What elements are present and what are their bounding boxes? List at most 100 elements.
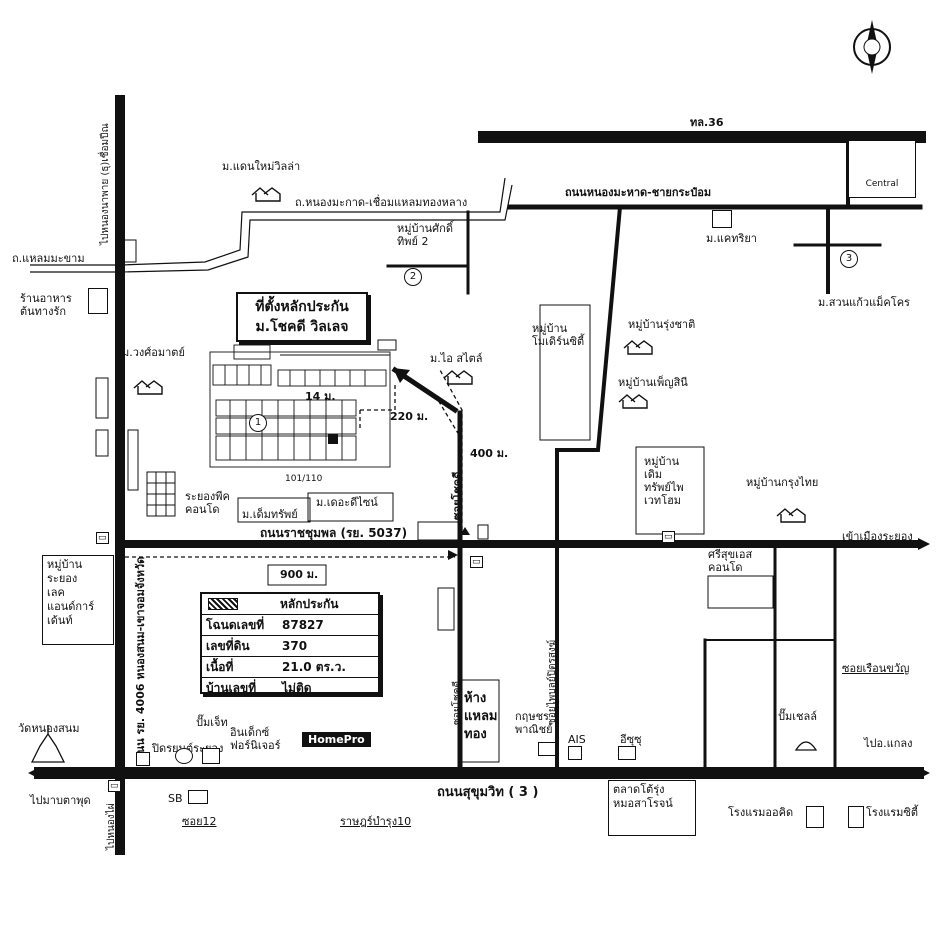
place-isuzu: อีซุซุ: [620, 733, 642, 746]
info-area-label: เนื้อที่: [206, 659, 234, 674]
building-square: [618, 746, 636, 760]
direction-soi12: ซอย12: [182, 815, 217, 828]
road-label-nongmahad: ถนนหนองมะหาด-ชายกระป๋อม: [565, 186, 712, 199]
place-dan-mai-villa: ม.แดนใหม่วิลล่า: [222, 160, 301, 173]
road-label-soi-chokdee: ซอยโชคดี: [451, 471, 464, 520]
road-label-soi-chokdee-2: ซอยโชคดี: [452, 681, 463, 725]
place-homepro: HomePro: [302, 732, 371, 747]
place-wat-nong-sanom: วัดหนองสนม: [18, 722, 80, 735]
info-area-row: เนื้อที่ 21.0 ตร.ว.: [202, 657, 378, 678]
place-sak-thip: หมู่บ้านศักดิ์ ทิพย์ 2: [397, 222, 453, 248]
place-sb: SB: [168, 792, 183, 805]
road-label-bottom-left: ไปหนองไผ่: [106, 803, 117, 850]
road-label-laem-mae-kham: ถ.แหลมมะขาม: [12, 252, 85, 265]
road-label-ratchaphon: ถนนราชชุมพล (รย. 5037): [260, 526, 408, 540]
distance-400m: 400 ม.: [470, 447, 509, 460]
route-sign-icon: ▭: [96, 532, 109, 544]
direction-rat-bamrung: ราษฎร์บำรุง10: [340, 815, 412, 828]
info-legend: หลักประกัน: [280, 596, 339, 611]
distance-14m: 14 ม.: [305, 390, 336, 403]
distance-900m: 900 ม.: [280, 568, 319, 581]
building-square: [848, 806, 864, 828]
road-label-tl36: ทล.36: [690, 116, 724, 129]
place-derm-sap: หมู่บ้าน เดิม ทรัพย์ไพ เวทโฮม: [644, 455, 684, 507]
place-hotel-city: โรงแรมซิตี้: [866, 806, 919, 819]
place-haang: ห้าง แหลม ทอง: [464, 691, 498, 742]
info-deed-label: โฉนดเลขที่: [206, 617, 265, 632]
place-suan-kaew: ม.สวนแก้วแม็คโคร: [818, 296, 910, 309]
building-square: [136, 752, 150, 766]
info-land-label: เลขที่ดิน: [206, 638, 250, 653]
road-label-nongmakak: ถ.หนองมะกาด-เชื่อมแหลมทองหลาง: [295, 196, 468, 209]
route-sign-icon: ▭: [470, 556, 483, 568]
temple-icon: [30, 725, 66, 763]
building-circle: [175, 748, 193, 764]
place-index-furniture: อินเด็กซ์ ฟอร์นิเจอร์: [230, 726, 281, 752]
place-talad: ตลาดโต้รุ่ง หมอสาโรจน์: [608, 780, 696, 836]
info-deed-value: 87827: [282, 618, 324, 632]
route-sign-icon: ▭: [108, 780, 121, 792]
compass-label: N: [866, 41, 874, 51]
road-right-curve: [555, 204, 623, 452]
marker-3: 3: [840, 250, 858, 268]
place-modern-city: หมู่บ้าน โมเดิร์นซิตี้: [532, 322, 585, 348]
house-icon: [443, 370, 473, 385]
info-area-value: 21.0 ตร.ว.: [282, 659, 346, 674]
place-kritchon: กฤษชร พาณิชย์: [515, 710, 553, 736]
distance-220m: 220 ม.: [390, 410, 429, 423]
road-label-top-left: ไปหนองนาพาย (ธุ)เชื่อมปีณ: [100, 123, 111, 245]
house-icon: [618, 394, 648, 409]
info-land-value: 370: [282, 639, 308, 653]
direction-to-rayong: เข้าเมืองระยอง: [842, 530, 913, 543]
house-icon: [251, 187, 281, 202]
direction-to-map-ta-phut: ไปมาบตาพุด: [30, 794, 91, 807]
place-rayong-lakes: หมู่บ้าน ระยอง เลค แอนด์การ์ เด้นท์: [42, 555, 114, 645]
building-square: [188, 790, 208, 804]
title-line2: ม.โชคดี วิลเลจ: [255, 319, 349, 335]
info-house-row: บ้านเลขที่ ไม่ติด: [202, 678, 378, 698]
building-square: [806, 806, 824, 828]
place-rayong-peak: ระยองพีค คอนโด: [185, 490, 230, 516]
place-rung-chat: หมู่บ้านรุ่งชาติ: [628, 318, 696, 331]
direction-soi-ruean: ซอยเรือนขวัญ: [842, 662, 910, 675]
compass-icon: [853, 20, 891, 74]
place-central: Central: [848, 140, 916, 198]
info-legend-row: หลักประกัน: [202, 594, 378, 615]
road-label-sukhumvit: ถนนสุขุมวิท ( 3 ): [437, 785, 539, 800]
house-icon: [776, 508, 806, 523]
building-square: [202, 748, 220, 764]
place-dem-sap: ม.เด็มทรัพย์: [242, 508, 298, 521]
info-land-row: เลขที่ดิน 370: [202, 636, 378, 657]
building-square: [712, 210, 732, 228]
info-house-label: บ้านเลขที่: [206, 680, 257, 695]
road-label-rt4006: ถนน รย. 4006 หนองสนม-เขาจอมจังหวัด: [134, 556, 147, 760]
marker-2: 2: [404, 268, 422, 286]
building-square: [88, 288, 108, 314]
house-icon: [133, 380, 163, 395]
place-phen-sin: หมู่บ้านเพ็ญสินี: [618, 376, 688, 389]
place-i-style: ม.ไอ สไตล์: [430, 352, 483, 365]
collateral-title: ที่ตั้งหลักประกัน ม.โชคดี วิลเลจ: [236, 292, 368, 342]
info-house-value: ไม่ติด: [282, 680, 312, 695]
house-icon: [623, 340, 653, 355]
place-shell: ปั๊มเชลล์: [778, 710, 817, 723]
plot-number: 101/110: [285, 474, 323, 484]
info-deed-row: โฉนดเลขที่ 87827: [202, 615, 378, 636]
place-hotel-oak: โรงแรมออคิด: [728, 806, 794, 819]
place-the-design: ม.เดอะดีไซน์: [316, 496, 378, 509]
collateral-marker: [328, 434, 338, 444]
hatch-swatch-icon: [208, 598, 238, 610]
shell-icon: [794, 741, 818, 751]
place-pump-jet: ปั๊มเจ็ท: [196, 716, 228, 729]
marker-1: 1: [249, 414, 267, 432]
place-sri-suk: ศรีสุขเอส คอนโด: [708, 548, 753, 574]
place-restaurant: ร้านอาหาร ต้นทางรัก: [20, 292, 72, 318]
route-sign-icon: ▭: [662, 531, 675, 543]
place-wong-mart: ม.วงศ์อมาตย์: [122, 346, 185, 359]
direction-to-klaeng: ไปอ.แกลง: [864, 737, 913, 750]
place-krung-thai: หมู่บ้านกรุงไทย: [746, 476, 819, 489]
place-ais: AIS: [568, 733, 586, 746]
